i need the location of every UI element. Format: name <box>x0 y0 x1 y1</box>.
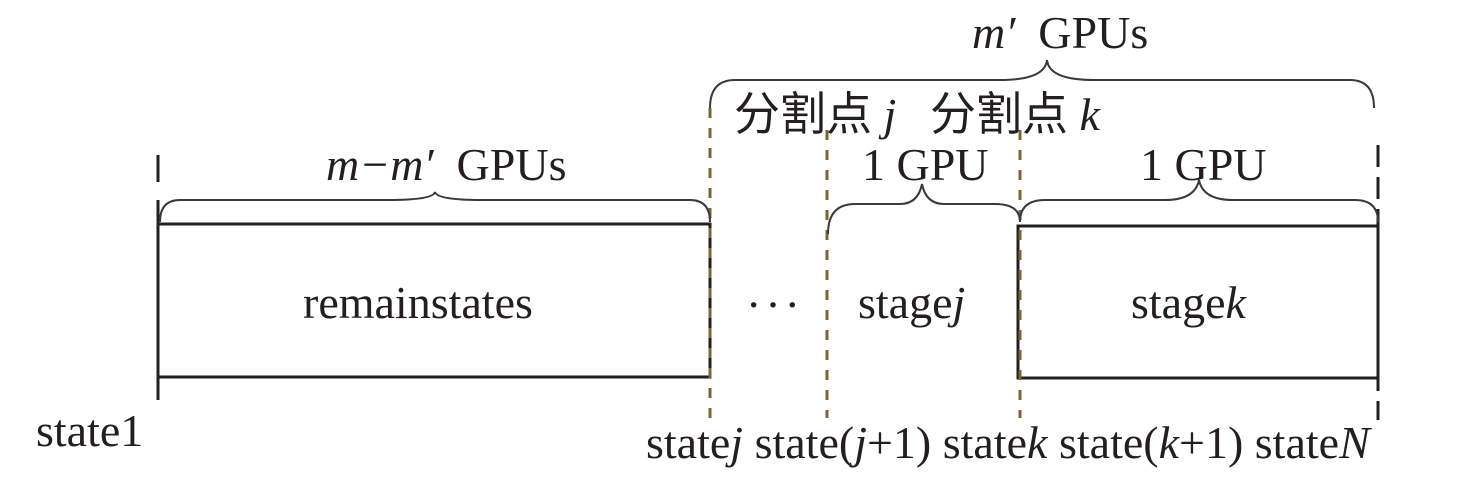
stateN-label: stateN <box>1255 417 1370 468</box>
statej1-post: +1) <box>866 417 932 468</box>
stateN-text: state <box>1254 417 1340 468</box>
brace-stage-k <box>1019 179 1379 223</box>
split-label-k-text: 分割点 <box>930 89 1068 140</box>
statek1-label: state(k+1) <box>1059 417 1243 468</box>
split-label-k-var: k <box>1079 89 1100 140</box>
statej1-label: state(j+1) <box>755 417 932 468</box>
stage-k-text: stage <box>1131 277 1226 328</box>
top-brace-text: GPUs <box>1038 7 1149 58</box>
split-label-k: 分割点 k <box>930 92 1100 138</box>
split-label-j-text: 分割点 <box>734 89 872 140</box>
brace-stage-j <box>827 183 1021 235</box>
stage-j-label: stagej <box>858 280 965 326</box>
brace-top-mprime <box>709 59 1375 109</box>
state1-label: state1 <box>36 405 144 456</box>
stage-k-var: k <box>1225 277 1246 328</box>
statej-label: statej <box>646 417 743 468</box>
stage-k-label: stagek <box>1131 280 1246 326</box>
left-brace-text: GPUs <box>456 139 567 190</box>
statek1-var: k <box>1158 417 1180 468</box>
brace-left-remain <box>159 191 711 223</box>
statek-var: k <box>1027 417 1048 468</box>
left-brace-var: m−m′ <box>326 139 434 190</box>
ellipsis: ··· <box>746 279 804 330</box>
statek-label: statek <box>943 417 1048 468</box>
state-labels-row: statej state(j+1) statek state(k+1) stat… <box>646 420 1370 466</box>
split-label-j-var: j <box>883 89 897 140</box>
split-label-j: 分割点 j <box>734 92 896 138</box>
top-brace-label: m′ GPUs <box>972 10 1148 56</box>
statej-var: j <box>730 417 744 468</box>
stage-j-var: j <box>952 277 966 328</box>
statej-text: state <box>646 417 731 468</box>
statek1-pre: state( <box>1058 417 1159 468</box>
statek-text: state <box>942 417 1028 468</box>
stage-k-gpu-label: 1 GPU <box>1140 139 1267 190</box>
top-brace-var: m′ <box>972 7 1016 58</box>
stage-j-gpu-label: 1 GPU <box>862 139 989 190</box>
statej1-var: j <box>854 417 867 468</box>
stage-j-text: stage <box>858 277 953 328</box>
statej1-pre: state( <box>754 417 855 468</box>
stage-k-box <box>1016 224 1380 380</box>
left-brace-label: m−m′ GPUs <box>326 142 566 188</box>
remainstates-label: remainstates <box>303 277 533 328</box>
statek1-post: +1) <box>1179 417 1244 468</box>
stateN-var: N <box>1339 417 1370 468</box>
